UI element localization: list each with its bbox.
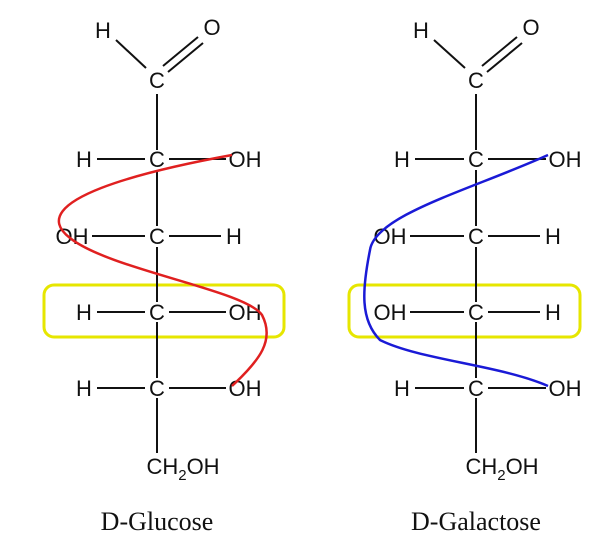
glucose-name: D-Glucose	[101, 507, 214, 536]
galactose-aldehyde-h: H	[413, 18, 429, 43]
galactose-row3-right: H	[545, 300, 561, 325]
glucose-row3-left: H	[76, 300, 92, 325]
glucose-double-bond-b	[167, 42, 204, 73]
glucose-hydroxyl-curve	[57, 153, 268, 387]
galactose-row1-right: OH	[549, 147, 582, 172]
glucose-structure: H O C C H OH C OH H C H OH C H OH	[42, 15, 286, 536]
galactose-double-bond-b	[486, 42, 523, 73]
glucose-aldehyde-o: O	[203, 15, 220, 40]
galactose-row4-right: OH	[549, 376, 582, 401]
galactose-c5: C	[468, 376, 484, 401]
galactose-ch2: CH	[465, 454, 497, 479]
glucose-c2: C	[149, 147, 165, 172]
galactose-ch2oh: CH2OH	[465, 454, 538, 484]
glucose-ch2: CH	[146, 454, 178, 479]
glucose-c5: C	[149, 376, 165, 401]
glucose-row4-left: H	[76, 376, 92, 401]
galactose-h-bond	[433, 39, 466, 69]
glucose-sub2: 2	[178, 467, 186, 484]
glucose-row2-right: H	[226, 224, 242, 249]
glucose-c4: C	[149, 300, 165, 325]
galactose-highlight-box	[347, 283, 582, 339]
glucose-row1-right: OH	[229, 147, 262, 172]
galactose-row4-left: H	[394, 376, 410, 401]
galactose-double-bond-a	[481, 36, 518, 67]
galactose-name: D-Galactose	[411, 507, 541, 536]
galactose-c2: C	[468, 147, 484, 172]
glucose-row4-right: OH	[229, 376, 262, 401]
galactose-aldehyde-o: O	[522, 15, 539, 40]
glucose-aldehyde-h: H	[95, 18, 111, 43]
glucose-double-bond-a	[162, 36, 199, 67]
glucose-h-bond	[115, 39, 147, 69]
galactose-c3: C	[468, 224, 484, 249]
galactose-tail-oh: OH	[506, 454, 539, 479]
galactose-row3-left: OH	[374, 300, 407, 325]
glucose-c1: C	[149, 68, 165, 93]
galactose-row2-left: OH	[374, 224, 407, 249]
galactose-structure: H O C C H OH C OH H C OH H C H OH	[347, 15, 582, 536]
galactose-row1-left: H	[394, 147, 410, 172]
glucose-tail-oh: OH	[187, 454, 220, 479]
galactose-c1: C	[468, 68, 484, 93]
glucose-ch2oh: CH2OH	[146, 454, 219, 484]
glucose-row1-left: H	[76, 147, 92, 172]
glucose-highlight-box	[42, 283, 286, 339]
galactose-c4: C	[468, 300, 484, 325]
galactose-hydroxyl-curve	[363, 153, 549, 388]
galactose-sub2: 2	[497, 467, 505, 484]
glucose-c3: C	[149, 224, 165, 249]
galactose-row2-right: H	[545, 224, 561, 249]
